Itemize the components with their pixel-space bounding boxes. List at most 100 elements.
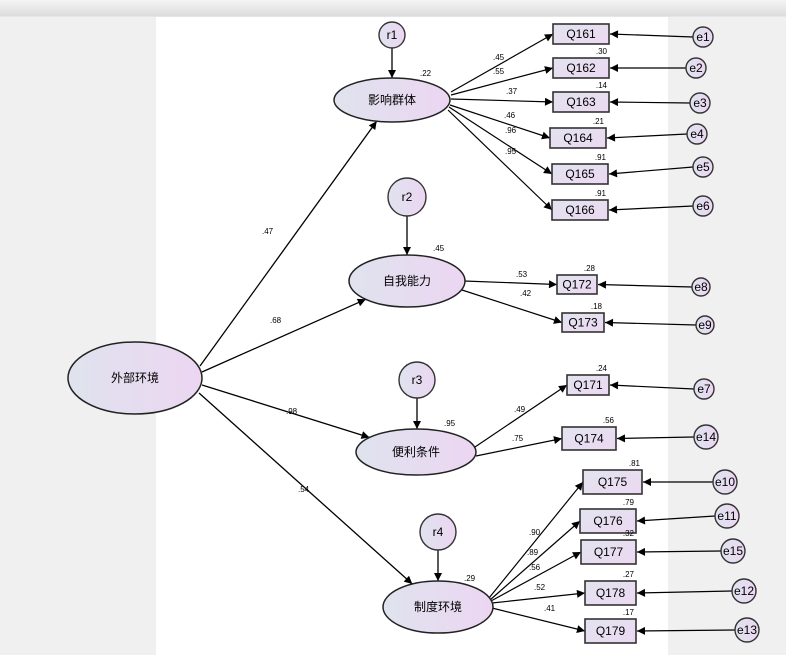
latent-variable-f1[interactable] — [333, 77, 451, 123]
observed-variable-label: Q175 — [598, 475, 628, 489]
r-squared-label: .45 — [433, 244, 445, 253]
loading-arrow-Q162 — [450, 66, 554, 96]
error-term-label: e7 — [697, 382, 711, 396]
loading-arrow-Q179 — [491, 607, 586, 633]
error-arrow-e14 — [616, 434, 695, 443]
path-coefficient: .54 — [298, 485, 310, 494]
error-term-e2[interactable] — [685, 57, 707, 79]
error-term-e14[interactable] — [693, 424, 719, 450]
error-term-e7[interactable] — [693, 378, 715, 400]
observed-variable-Q174[interactable] — [561, 426, 617, 451]
factor-loading: .55 — [493, 67, 505, 76]
error-term-e1[interactable] — [692, 26, 714, 48]
observed-variable-Q172[interactable] — [556, 274, 598, 295]
factor-loading: .96 — [505, 126, 517, 135]
factor-loading: .89 — [527, 548, 539, 557]
error-term-label: e11 — [717, 509, 736, 523]
path-coefficient: .98 — [286, 407, 298, 416]
latent-variable-ext[interactable] — [67, 341, 203, 415]
observed-variable-Q163[interactable] — [552, 91, 610, 113]
observed-variable-label: Q176 — [593, 514, 623, 528]
observed-variable-Q162[interactable] — [552, 57, 610, 79]
latent-variable-f2[interactable] — [348, 254, 466, 308]
observed-variable-Q179[interactable] — [584, 618, 637, 644]
error-term-label: e15 — [723, 544, 743, 558]
error-term-e6[interactable] — [692, 195, 714, 217]
r-squared-label: .18 — [591, 302, 603, 311]
error-term-label: e5 — [696, 160, 710, 174]
observed-variable-Q176[interactable] — [579, 508, 637, 534]
observed-variable-label: Q171 — [573, 378, 603, 392]
factor-loading: .46 — [504, 111, 516, 120]
residual-r3[interactable] — [398, 361, 436, 399]
observed-variable-Q171[interactable] — [566, 374, 610, 396]
factor-loading: .56 — [529, 563, 541, 572]
r-squared-label: .21 — [593, 117, 605, 126]
observed-variable-Q173[interactable] — [561, 312, 605, 333]
error-term-e5[interactable] — [692, 156, 714, 178]
observed-variable-label: Q172 — [562, 278, 592, 292]
r-squared-label: .91 — [595, 153, 607, 162]
error-term-label: e13 — [737, 623, 757, 637]
residual-label: r4 — [433, 525, 444, 539]
error-term-e9[interactable] — [695, 315, 715, 335]
factor-loading: .52 — [534, 583, 546, 592]
residual-r2[interactable] — [387, 177, 427, 217]
factor-loading: .42 — [520, 289, 532, 298]
residual-r1[interactable] — [378, 21, 406, 49]
observed-variable-label: Q177 — [594, 545, 624, 559]
loading-arrow-Q175 — [488, 481, 584, 599]
error-arrow-e5 — [608, 166, 694, 178]
observed-variable-Q177[interactable] — [580, 539, 637, 565]
loading-arrow-Q165 — [448, 106, 553, 175]
error-term-e12[interactable] — [731, 578, 757, 604]
observed-variable-Q166[interactable] — [551, 199, 609, 221]
latent-variable-label: 便利条件 — [392, 445, 440, 459]
r-squared-label: .79 — [623, 498, 635, 507]
error-arrow-e7 — [609, 381, 695, 390]
r-squared-label: .29 — [464, 574, 476, 583]
error-term-e11[interactable] — [714, 503, 740, 529]
factor-loading: .45 — [493, 53, 505, 62]
error-term-e8[interactable] — [691, 277, 711, 297]
observed-variable-Q165[interactable] — [551, 163, 609, 185]
observed-variable-label: Q163 — [566, 95, 596, 109]
observed-variable-label: Q165 — [565, 167, 595, 181]
error-term-e3[interactable] — [689, 92, 711, 114]
r-squared-label: .91 — [595, 189, 607, 198]
structural-path-arrow-f3 — [201, 384, 370, 439]
error-term-label: e8 — [694, 280, 708, 294]
observed-variable-label: Q174 — [574, 432, 604, 446]
path-coefficient: .47 — [262, 227, 274, 236]
residual-label: r3 — [412, 373, 423, 387]
loading-arrow-Q164 — [449, 104, 551, 140]
r-squared-label: .95 — [444, 419, 456, 428]
error-term-e10[interactable] — [712, 469, 738, 495]
loading-arrow-Q161 — [450, 33, 554, 93]
r-squared-label: .81 — [629, 459, 641, 468]
latent-variable-label: 制度环境 — [414, 599, 462, 614]
latent-variable-f4[interactable] — [382, 580, 494, 634]
residual-r4[interactable] — [419, 513, 457, 551]
error-arrow-e4 — [606, 133, 688, 142]
factor-loading: .41 — [544, 604, 556, 613]
error-arrow-e9 — [604, 318, 697, 327]
path-coefficient: .68 — [270, 316, 282, 325]
error-term-label: e10 — [715, 475, 735, 489]
error-term-e15[interactable] — [720, 538, 746, 564]
observed-variable-label: Q166 — [565, 203, 595, 217]
loading-arrow-Q177 — [490, 551, 582, 602]
error-term-label: e12 — [734, 584, 754, 598]
error-term-e4[interactable] — [686, 123, 708, 145]
structural-path-arrow-f4 — [198, 392, 413, 585]
observed-variable-Q178[interactable] — [584, 580, 637, 606]
r-squared-label: .56 — [603, 416, 615, 425]
error-term-label: e6 — [696, 199, 710, 213]
observed-variable-Q164[interactable] — [549, 127, 607, 149]
r-squared-label: .14 — [596, 81, 608, 90]
error-term-e13[interactable] — [734, 617, 760, 643]
latent-variable-f3[interactable] — [355, 428, 477, 476]
observed-variable-Q175[interactable] — [582, 469, 643, 495]
observed-variable-Q161[interactable] — [552, 23, 610, 45]
